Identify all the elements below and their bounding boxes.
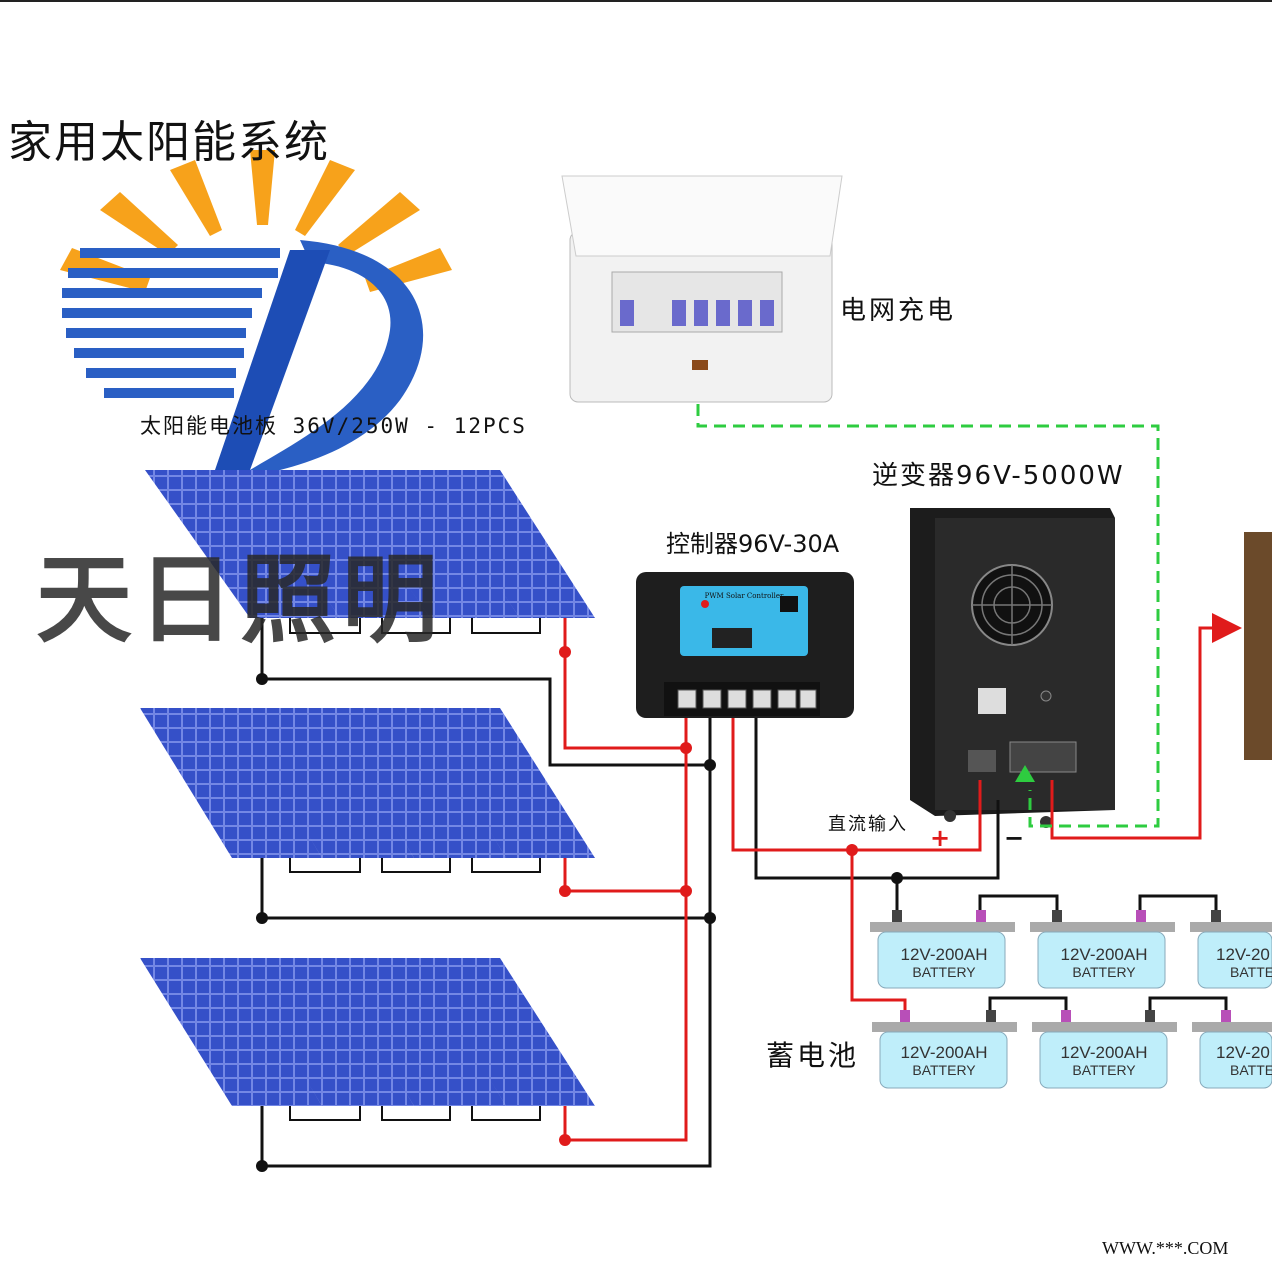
panel-row-1 bbox=[145, 470, 595, 634]
minus-sign: − bbox=[1004, 824, 1024, 852]
battery-bank-label: 蓄电池 bbox=[766, 1039, 860, 1072]
svg-text:12V-200AH: 12V-200AH bbox=[901, 1043, 988, 1062]
battery: 12V-20 BATTE bbox=[1192, 1010, 1272, 1089]
battery-bank: 12V-200AH BATTERY 12V-200AH BATTERY 12V-… bbox=[870, 910, 1272, 1089]
inverter-unit bbox=[910, 508, 1115, 828]
svg-text:BATTE: BATTE bbox=[1230, 1062, 1272, 1078]
controller-label: 控制器96V-30A bbox=[666, 530, 840, 558]
negative-wiring bbox=[260, 618, 1228, 1168]
svg-text:BATTERY: BATTERY bbox=[1072, 1062, 1136, 1078]
solar-panel-label: 太阳能电池板 36V/250W - 12PCS bbox=[140, 414, 527, 438]
breaker-box bbox=[561, 175, 843, 403]
svg-text:12V-200AH: 12V-200AH bbox=[901, 945, 988, 964]
grid-charge-label: 电网充电 bbox=[840, 296, 957, 326]
battery: 12V-200AH BATTERY bbox=[872, 1010, 1017, 1089]
svg-text:12V-200AH: 12V-200AH bbox=[1061, 1043, 1148, 1062]
inverter-label: 逆变器96V-5000W bbox=[872, 461, 1125, 491]
charge-controller: PWM Solar Controller bbox=[636, 572, 854, 718]
dc-input-label: 直流输入 bbox=[828, 814, 908, 835]
svg-text:12V-20: 12V-20 bbox=[1216, 1043, 1270, 1062]
svg-text:BATTERY: BATTERY bbox=[1072, 964, 1136, 980]
svg-text:12V-200AH: 12V-200AH bbox=[1061, 945, 1148, 964]
svg-text:12V-20: 12V-20 bbox=[1216, 945, 1270, 964]
battery: 12V-20 BATTE bbox=[1190, 910, 1272, 989]
battery: 12V-200AH BATTERY bbox=[1030, 910, 1175, 989]
controller-face-text: PWM Solar Controller bbox=[705, 592, 784, 600]
svg-text:BATTERY: BATTERY bbox=[912, 1062, 976, 1078]
plus-sign: + bbox=[930, 824, 950, 852]
panel-row-3 bbox=[140, 958, 595, 1121]
diagram-title: 家用太阳能系统 bbox=[8, 117, 330, 168]
brand-watermark: 天日照明 bbox=[36, 544, 444, 656]
battery: 12V-200AH BATTERY bbox=[1032, 1010, 1177, 1089]
sun-logo bbox=[60, 150, 452, 470]
load-appliance bbox=[1244, 532, 1272, 760]
svg-text:BATTE: BATTE bbox=[1230, 964, 1272, 980]
svg-text:BATTERY: BATTERY bbox=[912, 964, 976, 980]
site-watermark: WWW.***.COM bbox=[1102, 1238, 1229, 1258]
solar-array bbox=[140, 470, 595, 1121]
panel-row-2 bbox=[140, 708, 595, 873]
grid-wiring bbox=[696, 404, 1160, 828]
battery: 12V-200AH BATTERY bbox=[870, 910, 1015, 989]
